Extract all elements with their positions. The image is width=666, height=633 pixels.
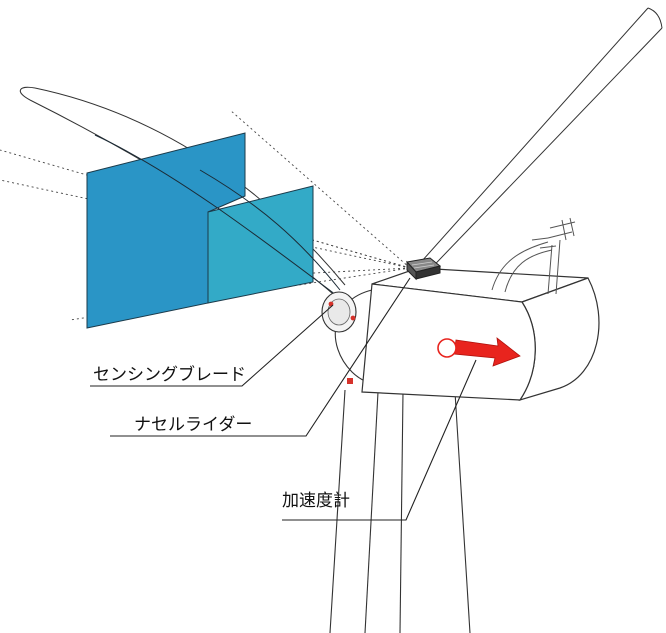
nacelle-lidar-label: ナセルライダー	[134, 415, 252, 435]
upper-blade	[404, 7, 663, 283]
nacelle	[361, 267, 600, 402]
accelerometer-marker	[437, 337, 521, 367]
accelerometer-label: 加速度計	[282, 491, 350, 511]
sensing-blade-leader	[90, 304, 334, 387]
nacelle-lidar-device	[406, 257, 442, 281]
sensing-blade-label: センシングブレード	[93, 364, 246, 385]
leader-lines	[90, 277, 477, 521]
nacelle-lidar-leader	[110, 277, 411, 437]
accelerometer-leader	[282, 359, 477, 521]
tower	[329, 389, 471, 633]
near-measurement-plane	[207, 185, 314, 304]
weather-mast	[491, 217, 576, 295]
measurement-planes	[86, 132, 314, 329]
